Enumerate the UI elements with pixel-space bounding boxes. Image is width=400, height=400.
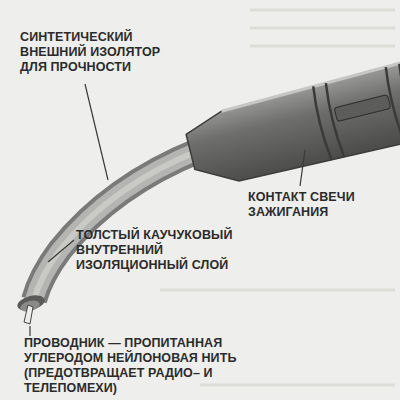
- wire-outer-insulator: [34, 150, 200, 300]
- conductor-core: [24, 305, 33, 324]
- wire-highlight: [34, 150, 200, 300]
- spark-plug-boot: [182, 57, 400, 195]
- conductor-label: ПРОВОДНИК — ПРОПИТАННАЯ УГЛЕРОДОМ НЕЙЛОН…: [24, 336, 264, 396]
- wire-sheen: [34, 150, 200, 300]
- page-texture: [160, 10, 395, 385]
- outer-insulator-label: СИНТЕТИЧЕСКИЙ ВНЕШНИЙ ИЗОЛЯТОР ДЛЯ ПРОЧН…: [20, 30, 170, 75]
- rubber-layer-label: ТОЛСТЫЙ КАУЧУКОВЫЙ ВНУТРЕННИЙ ИЗОЛЯЦИОНН…: [76, 228, 251, 273]
- boot-contact-label: КОНТАКТ СВЕЧИ ЗАЖИГАНИЯ: [248, 190, 378, 220]
